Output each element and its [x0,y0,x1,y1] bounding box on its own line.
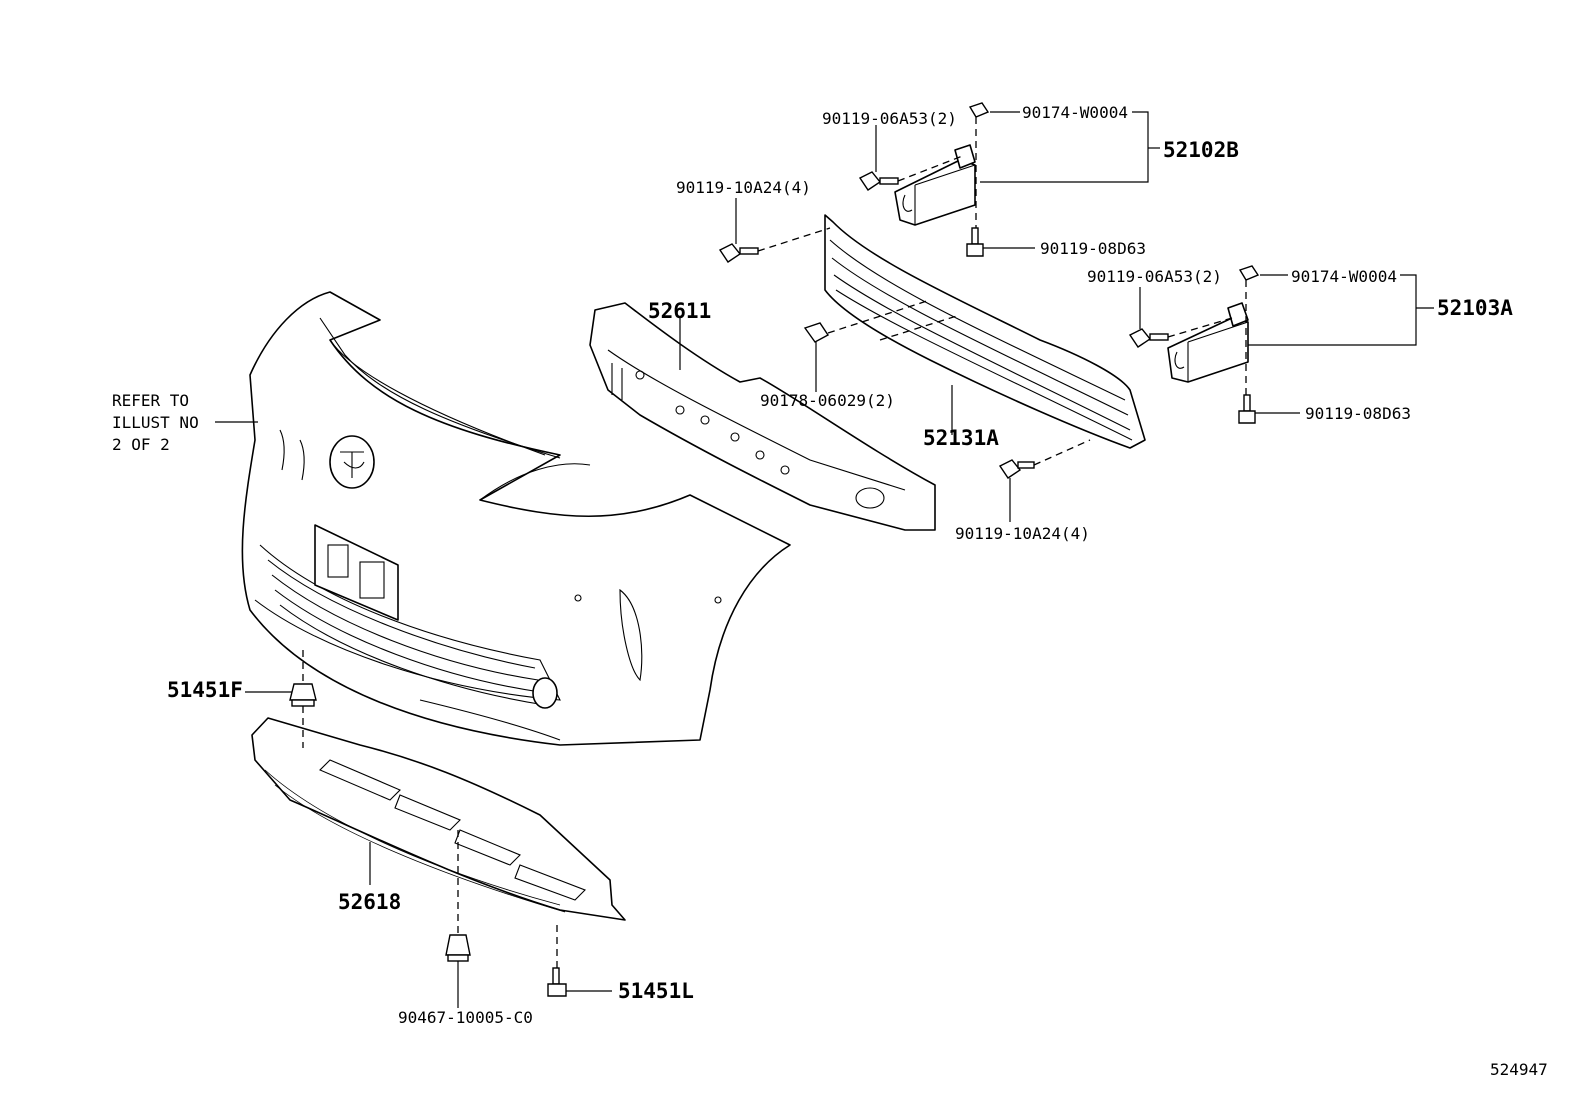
label-90119-06A53-right: 90119-06A53(2) [1087,267,1222,286]
label-52102B: 52102B [1163,138,1239,162]
nut-90178-06029 [803,322,830,343]
front-bumper-cover [241,291,791,746]
label-52103A: 52103A [1437,296,1513,320]
clip-51451F [289,683,317,707]
bolt-90119-10A24-bottom [998,459,1035,479]
clip-90467-10005-C0 [445,934,471,962]
label-52618: 52618 [338,890,401,914]
nut-90174-W0004-top [968,102,990,118]
leader-lines [215,111,1434,1008]
label-51451F: 51451F [167,678,243,702]
note-line-3: 2 OF 2 [112,435,170,454]
label-90119-08D63-right: 90119-08D63 [1305,404,1411,423]
bolt-90119-06A53-top [858,171,899,191]
nut-90174-W0004-right [1238,265,1260,281]
bolt-90119-08D63-top [966,227,984,257]
label-52131A: 52131A [923,426,999,450]
label-90119-06A53-top: 90119-06A53(2) [822,109,957,128]
label-90174-W0004-top: 90174-W0004 [1022,103,1128,122]
bumper-reinforcement-52131A [824,214,1146,449]
label-51451L: 51451L [618,979,694,1003]
bolt-90119-10A24-top [718,243,759,263]
bracket-52103A [1167,302,1249,383]
label-90467-10005-C0: 90467-10005-C0 [398,1008,533,1027]
illustration-id: 524947 [1490,1060,1548,1079]
energy-absorber-52611 [589,302,936,531]
label-52611: 52611 [648,299,711,323]
screw-51451L [547,967,567,997]
note-line-1: REFER TO [112,391,189,410]
label-90119-08D63-top: 90119-08D63 [1040,239,1146,258]
bracket-52102B [894,144,976,226]
label-90174-W0004-right: 90174-W0004 [1291,267,1397,286]
label-90119-10A24-top: 90119-10A24(4) [676,178,811,197]
bolt-90119-08D63-right [1238,394,1256,424]
bolt-90119-06A53-right [1128,328,1169,348]
note-line-2: ILLUST NO [112,413,199,432]
label-90178-06029: 90178-06029(2) [760,391,895,410]
assembly-lines [302,117,1247,968]
label-90119-10A24-bottom: 90119-10A24(4) [955,524,1090,543]
under-cover-52618 [251,717,626,921]
